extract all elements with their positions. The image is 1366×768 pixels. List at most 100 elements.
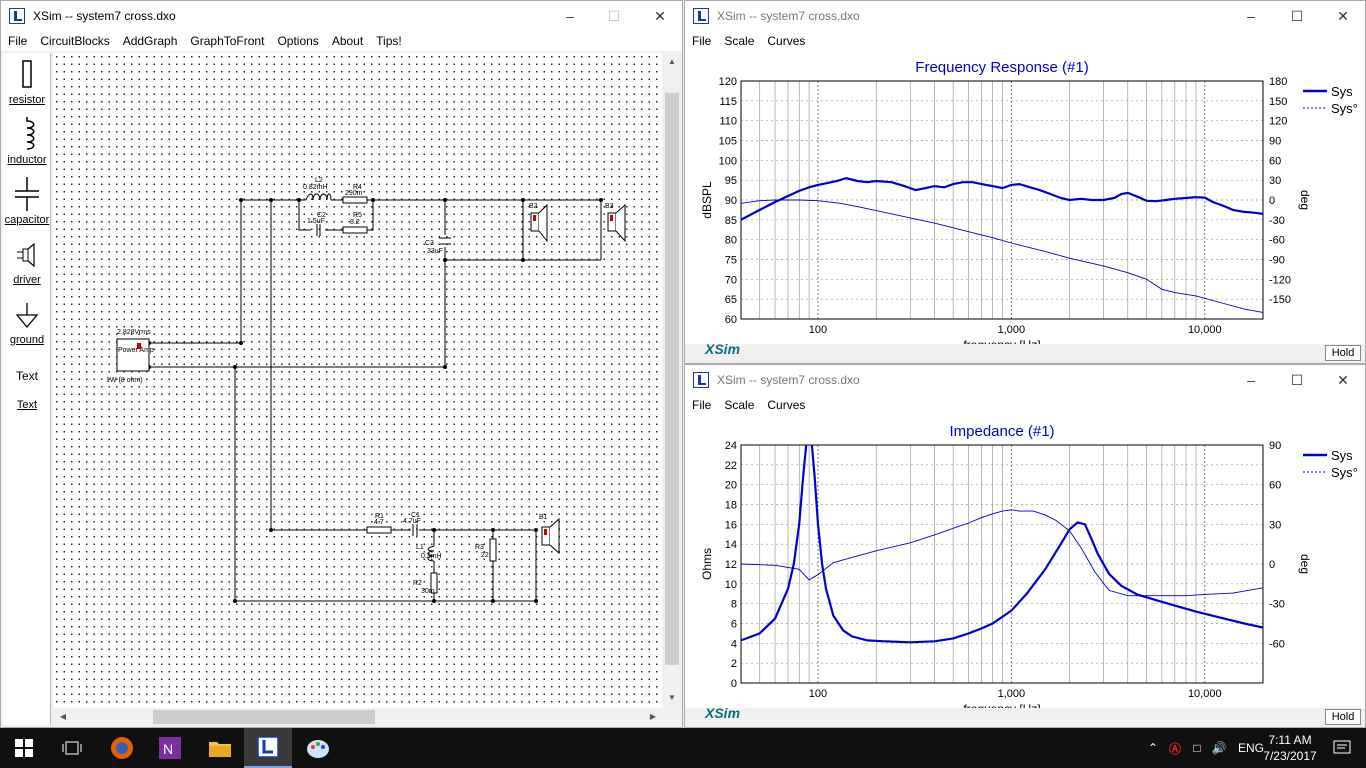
- tool-ground[interactable]: ground: [3, 303, 51, 346]
- action-center-button[interactable]: [1318, 728, 1366, 768]
- freq-legend-label: Sys: [1331, 84, 1353, 99]
- canvas-horizontal-scrollbar[interactable]: ◀ ▶: [53, 708, 663, 726]
- tray-chevron-up-icon[interactable]: ⌃: [1147, 741, 1159, 755]
- tool-inductor[interactable]: inductor: [3, 117, 51, 166]
- input-language-indicator[interactable]: ENG: [1238, 741, 1265, 755]
- r2-label: R2: [413, 580, 422, 587]
- maximize-icon[interactable]: ☐: [607, 8, 621, 24]
- resistor-icon: [22, 60, 32, 88]
- freq-minimize-icon[interactable]: –: [1247, 8, 1255, 24]
- paint-taskbar-button[interactable]: [294, 728, 342, 768]
- scroll-right-icon[interactable]: ▶: [649, 712, 657, 721]
- canvas-vertical-scrollbar[interactable]: ▲ ▼: [663, 53, 681, 708]
- windows-taskbar: N ⌃ Ⓐ □ 🔊 ENG 7:11 AM 7/23/2017: [0, 728, 1366, 768]
- imp-x-axis-label: frequency [Hz]: [963, 702, 1040, 708]
- imp-y2-tick-label: 0: [1269, 559, 1275, 571]
- network-icon[interactable]: □: [1193, 741, 1201, 755]
- volume-icon[interactable]: 🔊: [1211, 741, 1227, 755]
- freq-maximize-icon[interactable]: ☐: [1290, 8, 1304, 24]
- file-explorer-taskbar-button[interactable]: [196, 728, 244, 768]
- menu-circuitblocks[interactable]: CircuitBlocks: [40, 34, 110, 48]
- imp-menu-file[interactable]: File: [692, 398, 712, 412]
- c1-label: C1: [411, 512, 420, 519]
- tool-ground-label: ground: [9, 334, 45, 346]
- main-menubar: File CircuitBlocks AddGraph GraphToFront…: [1, 31, 682, 51]
- freq-close-icon[interactable]: ✕: [1337, 8, 1349, 24]
- imp-y-tick-label: 2: [731, 658, 737, 670]
- notifications-icon: [1333, 740, 1351, 754]
- xsim-taskbar-button[interactable]: [244, 728, 292, 768]
- imp-window-title: XSim -- system7 cross.dxo: [717, 373, 860, 387]
- freq-menu-curves[interactable]: Curves: [767, 34, 806, 48]
- freq-menu-file[interactable]: File: [692, 34, 712, 48]
- r1-value: 4.7: [374, 519, 384, 526]
- scroll-left-icon[interactable]: ◀: [59, 712, 67, 721]
- circuit-window: XSim -- system7 cross.dxo – ☐ ✕ File Cir…: [0, 0, 683, 728]
- menu-file[interactable]: File: [8, 34, 28, 48]
- menu-options[interactable]: Options: [277, 34, 319, 48]
- onenote-taskbar-button[interactable]: N: [146, 728, 194, 768]
- menu-about[interactable]: About: [331, 34, 364, 48]
- tool-capacitor-label: capacitor: [4, 214, 50, 226]
- freq-y2-tick-label: -120: [1269, 274, 1291, 286]
- task-view-button[interactable]: [48, 728, 96, 768]
- vertical-scroll-thumb[interactable]: [665, 93, 679, 665]
- main-titlebar[interactable]: XSim -- system7 cross.dxo – ☐ ✕: [1, 1, 682, 31]
- imp-series-sys-phase: [741, 509, 1263, 597]
- freq-titlebar[interactable]: XSim -- system7 cross.dxo – ☐ ✕: [685, 1, 1365, 31]
- imp-x-tick-label: 10,000: [1188, 688, 1222, 700]
- l1-value: 0.3mH: [421, 553, 442, 560]
- clock-time: 7:11 AM: [1268, 733, 1312, 747]
- freq-chart-title: Frequency Response (#1): [915, 59, 1088, 76]
- tool-text-sample[interactable]: Text: [3, 369, 51, 383]
- imp-minimize-icon[interactable]: –: [1247, 372, 1255, 388]
- minimize-icon[interactable]: –: [566, 8, 574, 24]
- imp-y-tick-label: 18: [725, 500, 737, 512]
- tool-resistor[interactable]: resistor: [3, 59, 51, 106]
- imp-x-tick-label: 1,000: [998, 688, 1026, 700]
- start-button[interactable]: [0, 728, 48, 768]
- freq-x-tick-label: 10,000: [1188, 324, 1222, 336]
- imp-y2-tick-label: 90: [1269, 440, 1281, 452]
- c1-value: 4.7uF: [403, 518, 421, 525]
- antivirus-icon[interactable]: Ⓐ: [1168, 741, 1181, 756]
- imp-y2-tick-label: 30: [1269, 519, 1281, 531]
- freq-menu-scale[interactable]: Scale: [724, 34, 755, 48]
- imp-maximize-icon[interactable]: ☐: [1290, 372, 1304, 388]
- freq-hold-button[interactable]: Hold: [1325, 345, 1361, 361]
- freq-y2-tick-label: 60: [1269, 155, 1281, 167]
- tool-capacitor[interactable]: capacitor: [3, 177, 51, 226]
- freq-y2-tick-label: 0: [1269, 195, 1275, 207]
- imp-close-icon[interactable]: ✕: [1337, 372, 1349, 388]
- imp-menu-curves[interactable]: Curves: [767, 398, 806, 412]
- l2-label: L2: [315, 177, 323, 184]
- imp-menu-scale[interactable]: Scale: [724, 398, 755, 412]
- r4-label: R4: [353, 184, 362, 191]
- firefox-icon: [111, 737, 133, 759]
- firefox-taskbar-button[interactable]: [98, 728, 146, 768]
- imp-hold-button[interactable]: Hold: [1325, 709, 1361, 725]
- menu-tips[interactable]: Tips!: [376, 34, 402, 48]
- freq-menubar: File Scale Curves: [685, 31, 1365, 51]
- scroll-up-icon[interactable]: ▲: [668, 57, 676, 66]
- scroll-down-icon[interactable]: ▼: [668, 693, 676, 702]
- imp-app-icon: [693, 372, 709, 388]
- freq-xsim-brand: XSim: [705, 341, 741, 357]
- freq-series-sys-phase: [741, 199, 1263, 313]
- palette-icon: [307, 740, 329, 758]
- taskbar-clock[interactable]: 7:11 AM 7/23/2017: [1260, 732, 1320, 764]
- menu-graphtofront[interactable]: GraphToFront: [190, 34, 265, 48]
- imp-titlebar[interactable]: XSim -- system7 cross.dxo – ☐ ✕: [685, 365, 1365, 395]
- schematic-canvas[interactable]: Power Amp 2.828Vrms 1W (8 ohm) L2 0.82mH…: [53, 53, 662, 708]
- tool-driver[interactable]: driver: [3, 242, 51, 286]
- imp-y-tick-label: 14: [725, 539, 737, 551]
- tool-text[interactable]: Text: [3, 399, 51, 411]
- freq-y-tick-label: 85: [725, 215, 737, 227]
- freq-y-tick-label: 120: [719, 76, 737, 88]
- close-icon[interactable]: ✕: [654, 8, 666, 24]
- freq-x-axis-label: frequency [Hz]: [963, 338, 1040, 344]
- horizontal-scroll-thumb[interactable]: [153, 710, 375, 724]
- menu-addgraph[interactable]: AddGraph: [122, 34, 178, 48]
